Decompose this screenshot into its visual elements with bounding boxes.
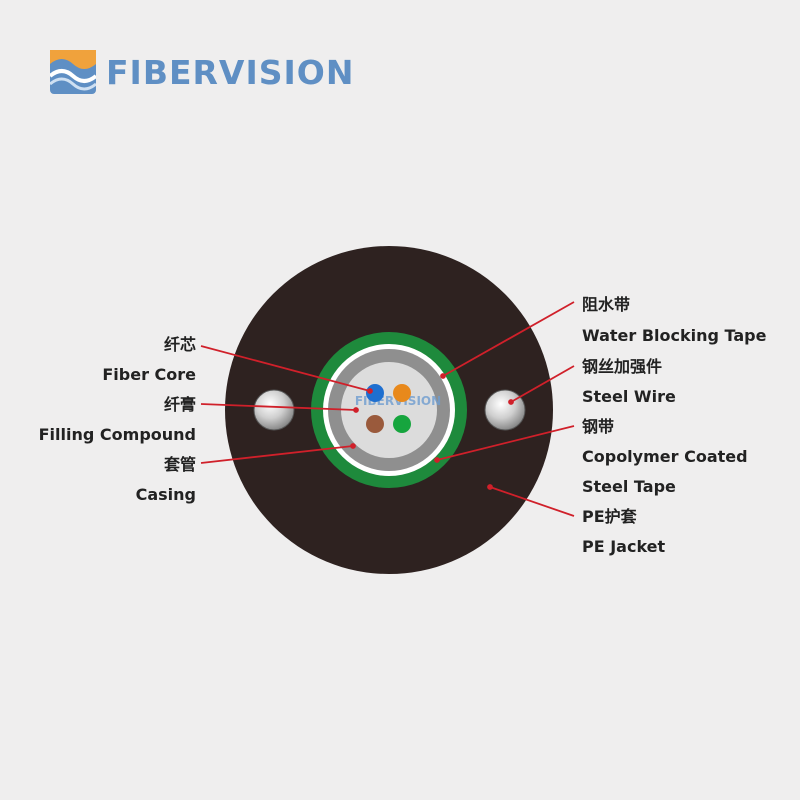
label-casing-en: Casing: [136, 485, 196, 504]
brand-logo: FIBERVISION: [50, 48, 354, 96]
label-casing-cn: 套管: [163, 455, 196, 474]
label-pe-jacket-cn: PE护套: [582, 507, 638, 526]
brand-logo-icon: [50, 50, 96, 94]
leader-filling-compound: [200, 403, 359, 413]
label-steel-tape-en-1: Copolymer Coated: [582, 447, 748, 466]
fiber-orange: [393, 384, 411, 402]
leader-fiber-core: [200, 345, 373, 394]
leader-pe-jacket: [487, 484, 575, 517]
fiber-brown: [366, 415, 384, 433]
fiber-blue: [366, 384, 384, 402]
label-fiber-core-cn: 纤芯: [164, 335, 196, 354]
label-water-blocking-cn: 阻水带: [582, 295, 630, 314]
leader-water-blocking: [440, 301, 575, 379]
filling-compound: [341, 362, 437, 458]
fiber-green: [393, 415, 411, 433]
label-steel-wire-en: Steel Wire: [582, 387, 676, 406]
label-steel-wire-cn: 钢丝加强件: [582, 357, 662, 376]
label-water-blocking-en: Water Blocking Tape: [582, 326, 767, 345]
label-filling-compound-cn: 纤膏: [164, 395, 196, 414]
label-filling-compound-en: Filling Compound: [39, 425, 196, 444]
steel-wire-right: [484, 389, 526, 431]
leader-steel-wire: [508, 365, 575, 405]
label-steel-tape-cn: 钢带: [582, 417, 614, 436]
brand-name: FIBERVISION: [106, 52, 355, 92]
steel-wire-left: [253, 389, 295, 431]
label-fiber-core-en: Fiber Core: [102, 365, 196, 384]
leader-steel-tape: [434, 425, 575, 463]
label-steel-tape-en-2: Steel Tape: [582, 477, 676, 496]
leader-casing: [200, 443, 356, 464]
label-pe-jacket-en: PE Jacket: [582, 537, 666, 556]
